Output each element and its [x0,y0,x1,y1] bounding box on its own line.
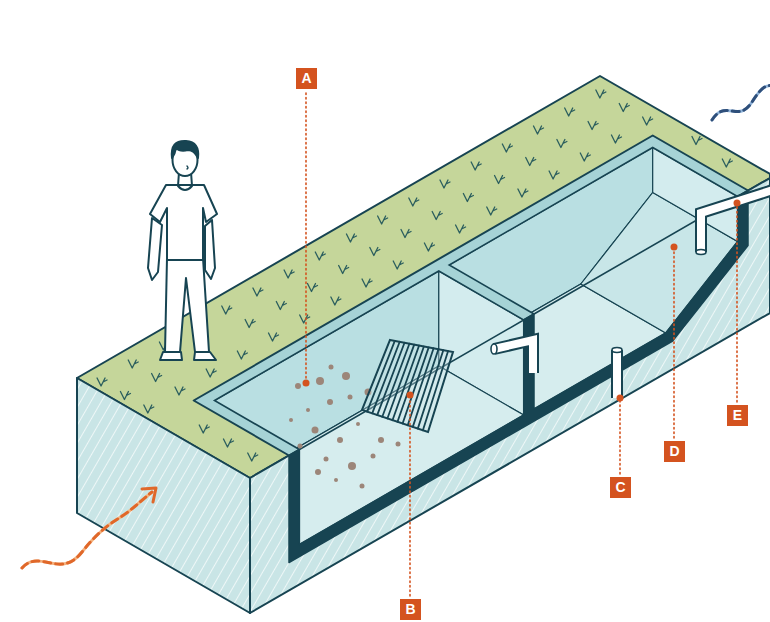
callout-letter: C [610,477,631,498]
callout-letter: D [664,441,685,462]
ground-top [77,76,770,478]
callout-letter: A [296,68,317,89]
sludge-pipe [612,348,622,399]
outflow-wave [712,84,770,120]
grass-marks [90,83,761,470]
callout-letter: B [400,599,421,620]
transfer-pipe [491,340,533,373]
outlet-pipe [696,189,770,255]
leader-lines [306,93,737,596]
leader-dots [303,200,741,402]
callout-letter: E [727,405,748,426]
person-figure [148,141,217,360]
tank-wall-section [289,191,748,563]
opening-outline [215,271,524,450]
second-compartment [449,148,737,410]
bar-screen [362,340,453,432]
opening-outline [449,148,737,315]
inflow-arrow [22,488,156,568]
